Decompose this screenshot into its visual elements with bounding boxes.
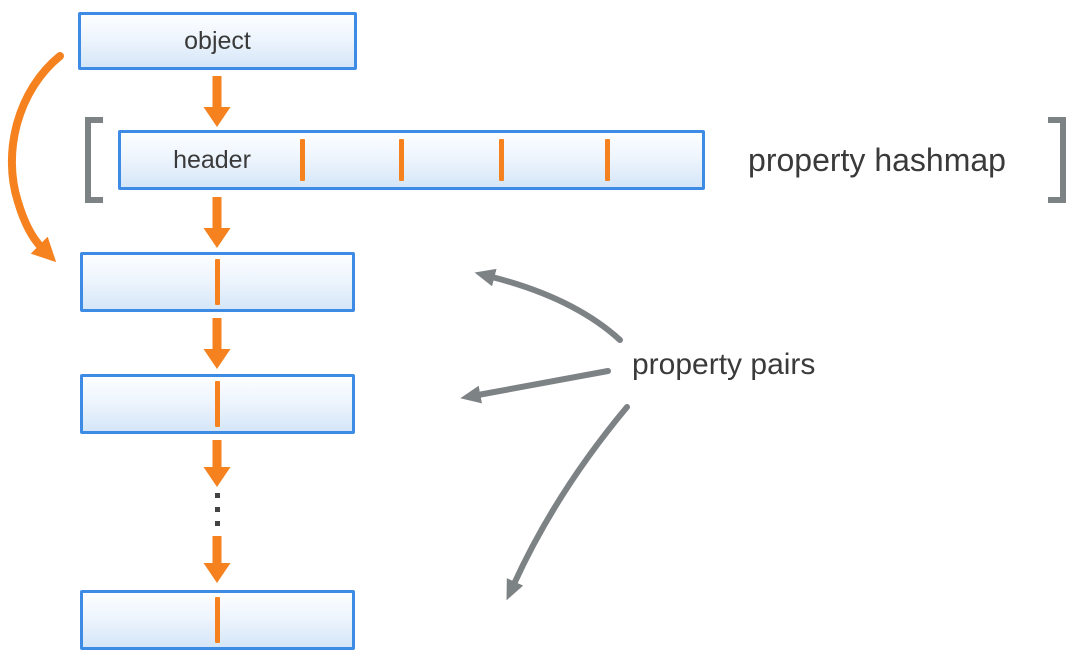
hashmap-slot-divider bbox=[499, 139, 504, 181]
ellipsis-dot bbox=[215, 521, 220, 526]
flow-arrow-object-to-header bbox=[203, 76, 231, 127]
pairs-pointer-arrow-bottom bbox=[506, 404, 630, 601]
curved-reference-arrow bbox=[7, 52, 64, 263]
property-pair-box-1 bbox=[80, 252, 355, 312]
left-bracket bbox=[85, 117, 103, 203]
pairs-pointer-arrow-top bbox=[474, 268, 623, 343]
property-pair-box-3 bbox=[80, 590, 355, 650]
object-box: object bbox=[78, 12, 357, 70]
property-pairs-label: property pairs bbox=[632, 348, 816, 381]
property-hashmap-box: header bbox=[118, 130, 705, 190]
object-box-label: object bbox=[184, 26, 251, 55]
pair-divider bbox=[215, 381, 220, 427]
flow-arrow-pair1-to-pair2 bbox=[203, 318, 231, 369]
hashmap-slot-divider bbox=[300, 139, 305, 181]
vertical-ellipsis-icon bbox=[215, 493, 220, 535]
hashmap-slot-divider bbox=[605, 139, 610, 181]
right-bracket bbox=[1048, 117, 1066, 203]
property-hashmap-label: property hashmap bbox=[748, 141, 1006, 178]
ellipsis-dot bbox=[215, 493, 220, 498]
pair-divider bbox=[215, 259, 220, 305]
flow-arrow-pair2-to-ellipsis bbox=[203, 440, 231, 487]
flow-arrow-header-to-pair1 bbox=[203, 197, 231, 248]
header-box-label: header bbox=[173, 145, 251, 174]
hashmap-slot-divider bbox=[399, 139, 404, 181]
ellipsis-dot bbox=[215, 507, 220, 512]
pair-divider bbox=[215, 597, 220, 643]
pairs-pointer-arrow-middle bbox=[460, 368, 611, 404]
flow-arrow-ellipsis-to-pair3 bbox=[203, 536, 231, 583]
property-pair-box-2 bbox=[80, 374, 355, 434]
